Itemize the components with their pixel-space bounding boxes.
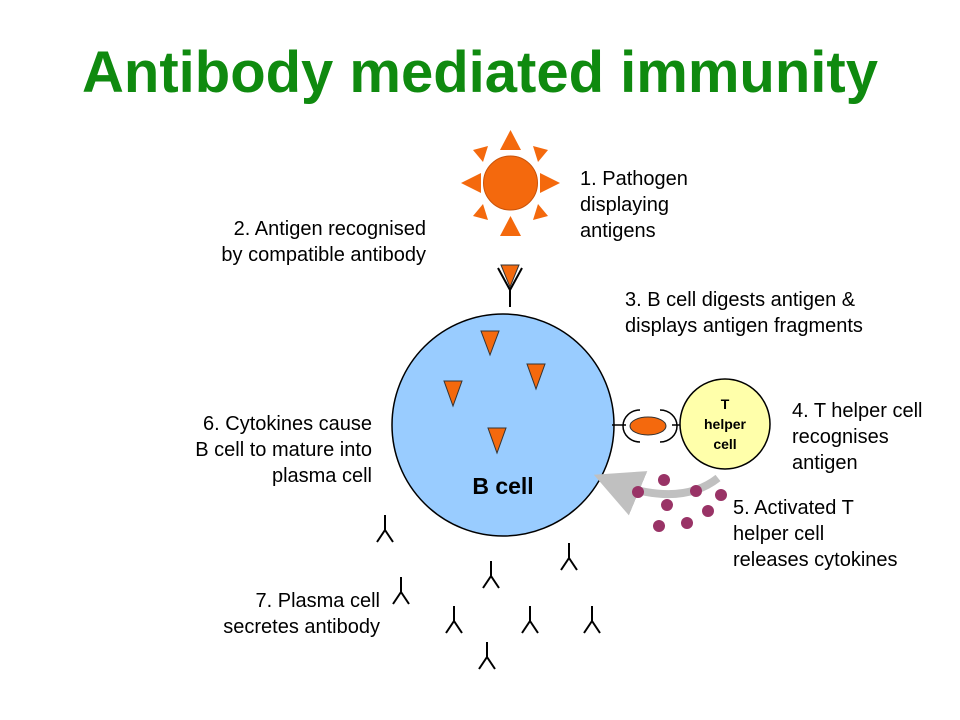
label-line: cell [713,436,737,452]
label-line: helper [703,416,746,432]
pathogen-body [483,155,538,211]
label-line: displays antigen fragments [625,315,863,337]
pathogen [461,130,560,236]
antibody [445,606,463,634]
label-line: 3. B cell digests antigen & [625,289,856,311]
label-step-7: 7. Plasma cell secretes antibody [223,588,380,640]
label-step-1: 1. Pathogen displaying antigens [580,166,688,244]
antigen-spike [473,204,488,220]
cytokines [632,474,727,532]
label-line: B cell to mature into [195,439,372,461]
label-line: 6. Cytokines cause [203,413,372,435]
label-line: displaying [580,194,669,216]
label-line: T [720,396,730,412]
label-line: plasma cell [271,465,372,487]
label-line: antigen [792,452,858,474]
presented-antigen [612,409,681,443]
b-cell-label: B cell [472,473,534,499]
antibody [560,543,578,571]
antibody [482,561,500,589]
label-step-5: 5. Activated T helper cell releases cyto… [733,495,898,573]
antigen-spike [461,173,481,193]
label-step-2: 2. Antigen recognised by compatible anti… [221,216,426,268]
label-line: secretes antibody [223,616,380,638]
antigen-spike [500,130,521,150]
surface-antibody [497,267,523,307]
antibody [583,606,601,634]
label-line: 7. Plasma cell [255,590,381,612]
antigen-spike [500,216,521,236]
antibody [376,515,394,543]
antigen-fragments [443,330,546,455]
label-step-3: 3. B cell digests antigen & displays ant… [625,287,863,339]
t-helper-cell [679,378,771,470]
label-line: 1. Pathogen [580,168,688,190]
label-line: recognises [792,426,889,448]
antigen-spike [540,173,560,193]
antigen-spike [473,146,488,162]
label-line: helper cell [733,523,825,545]
b-cell [391,313,615,537]
antibody [521,606,539,634]
antibody [392,577,410,605]
pathogen-spikes [461,130,560,236]
label-line: 5. Activated T [733,497,854,519]
antigen-spike [533,204,548,220]
label-line: by compatible antibody [221,244,426,266]
secreted-antibodies [376,515,601,670]
cytokine-arrow [593,471,721,516]
antigen-spike [533,146,548,162]
label-line: antigens [580,220,656,242]
page-title: Antibody mediated immunity [82,40,878,105]
t-helper-cell-label: T helper cell [690,394,760,454]
antibody [478,642,496,670]
label-line: 2. Antigen recognised [233,218,426,240]
label-line: 4. T helper cell [792,400,923,422]
label-line: releases cytokines [733,549,898,571]
bound-antigen [497,264,523,307]
label-step-4: 4. T helper cell recognises antigen [792,398,922,476]
label-step-6: 6. Cytokines cause B cell to mature into… [195,411,372,489]
